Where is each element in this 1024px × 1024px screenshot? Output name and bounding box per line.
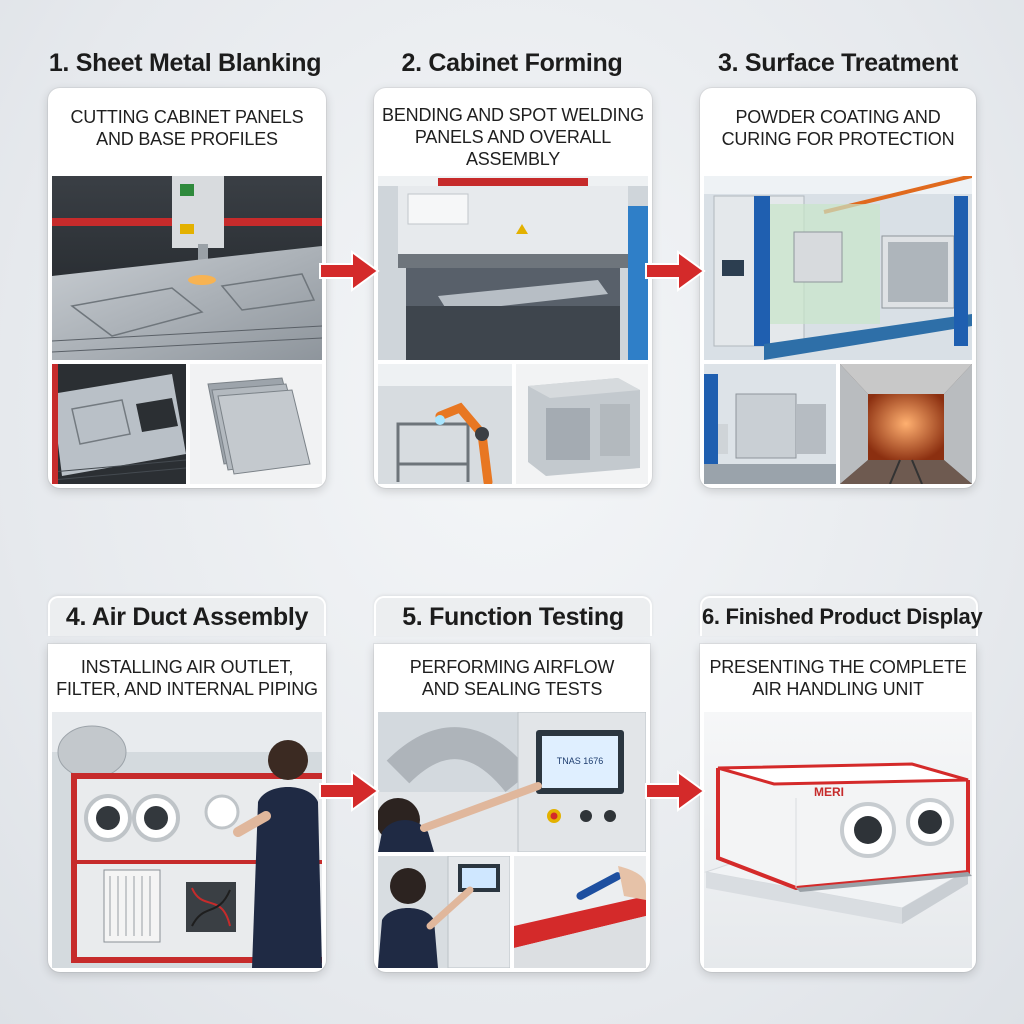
cabinet-frame-photo <box>516 364 648 484</box>
step-6-caption-line-1: PRESENTING THE COMPLETE <box>709 657 967 677</box>
seal-marking-photo <box>514 856 646 968</box>
step-3-caption-line-1: POWDER COATING AND <box>735 107 941 127</box>
step-6-card: PRESENTING THE COMPLETE AIR HANDLING UNI… <box>700 644 976 972</box>
step-3-caption: POWDER COATING AND CURING FOR PROTECTION <box>700 106 976 150</box>
step-2-caption-line-1: BENDING AND SPOT WELDING <box>382 105 644 125</box>
step-6-title: 6. Finished Product Display <box>700 596 983 636</box>
step-6-caption-line-2: AIR HANDLING UNIT <box>752 679 924 699</box>
step-4-caption: INSTALLING AIR OUTLET, FILTER, AND INTER… <box>48 656 326 700</box>
cut-panels-on-grid-photo <box>52 364 186 484</box>
step-5-caption-line-1: PERFORMING AIRFLOW <box>409 657 615 677</box>
arrow-step-1-to-2-icon <box>318 248 380 294</box>
step-1-caption-line-2: AND BASE PROFILES <box>96 129 278 149</box>
step-4-caption-line-2: FILTER, AND INTERNAL PIPING <box>56 679 318 699</box>
step-3-title: 3. Surface Treatment <box>718 49 958 77</box>
stacked-sheets-photo <box>190 364 322 484</box>
welding-robot-photo <box>378 364 512 484</box>
step-3-card: POWDER COATING AND CURING FOR PROTECTION <box>700 88 976 488</box>
step-2-card: BENDING AND SPOT WELDING PANELS AND OVER… <box>374 88 652 488</box>
finished-unit-photo: MERI <box>704 712 972 968</box>
step-1-card: CUTTING CABINET PANELS AND BASE PROFILES <box>48 88 326 488</box>
coating-booth-photo <box>704 364 836 484</box>
step-3-caption-line-2: CURING FOR PROTECTION <box>721 129 955 149</box>
step-1-caption: CUTTING CABINET PANELS AND BASE PROFILES <box>48 106 326 150</box>
step-5-caption: PERFORMING AIRFLOW AND SEALING TESTS <box>374 656 650 700</box>
powder-coating-line-photo <box>704 176 972 360</box>
step-5-title: 5. Function Testing <box>374 596 652 636</box>
step-2-title: 2. Cabinet Forming <box>401 49 623 77</box>
step-2-caption-line-3: ASSEMBLY <box>465 149 561 169</box>
control-panel-photo <box>378 856 510 968</box>
step-2-caption-line-2: PANELS AND OVERALL <box>414 127 612 147</box>
duct-assembly-photo <box>52 712 322 968</box>
laser-cutting-photo <box>52 176 322 360</box>
arrow-step-5-to-6-icon <box>644 768 706 814</box>
arrow-step-2-to-3-icon <box>644 248 706 294</box>
curing-oven-photo <box>840 364 972 484</box>
step-1-title: 1. Sheet Metal Blanking <box>48 49 322 77</box>
screen-readout: TNAS 1676 <box>557 756 604 766</box>
step-4-caption-line-1: INSTALLING AIR OUTLET, <box>80 657 294 677</box>
arrow-step-4-to-5-icon <box>318 768 380 814</box>
step-5-card: PERFORMING AIRFLOW AND SEALING TESTS TNA… <box>374 644 650 972</box>
step-2-caption: BENDING AND SPOT WELDING PANELS AND OVER… <box>374 104 652 170</box>
step-4-card: INSTALLING AIR OUTLET, FILTER, AND INTER… <box>48 644 326 972</box>
step-6-caption: PRESENTING THE COMPLETE AIR HANDLING UNI… <box>700 656 976 700</box>
step-1-caption-line-1: CUTTING CABINET PANELS <box>70 107 304 127</box>
step-4-title: 4. Air Duct Assembly <box>48 596 326 636</box>
airflow-test-photo: TNAS 1676 <box>378 712 646 852</box>
press-brake-photo <box>378 176 648 360</box>
step-5-caption-line-2: AND SEALING TESTS <box>421 679 603 699</box>
brand-logo: MERI <box>814 785 844 799</box>
